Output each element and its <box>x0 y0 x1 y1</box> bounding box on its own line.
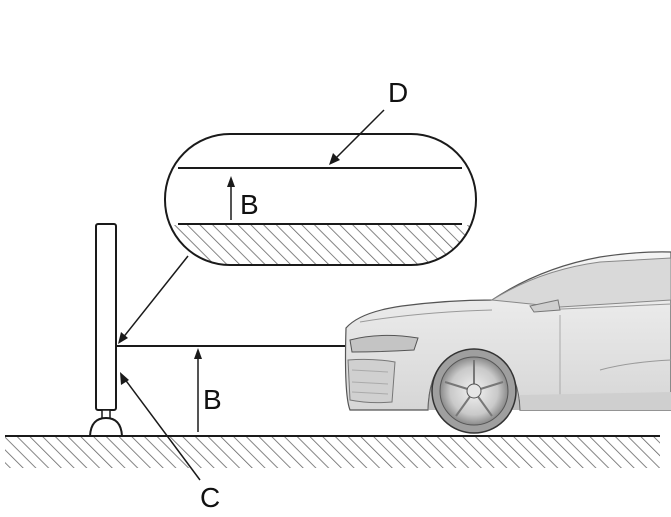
label-d: D <box>388 77 408 108</box>
car <box>346 252 671 433</box>
ground <box>5 436 660 468</box>
detail-inset <box>165 134 476 265</box>
aiming-screen <box>90 224 122 436</box>
height-arrow-main <box>194 348 202 432</box>
label-b-inset: B <box>240 189 259 220</box>
label-c: C <box>200 482 220 512</box>
label-b-main: B <box>203 384 222 415</box>
inset-leader <box>118 256 188 344</box>
